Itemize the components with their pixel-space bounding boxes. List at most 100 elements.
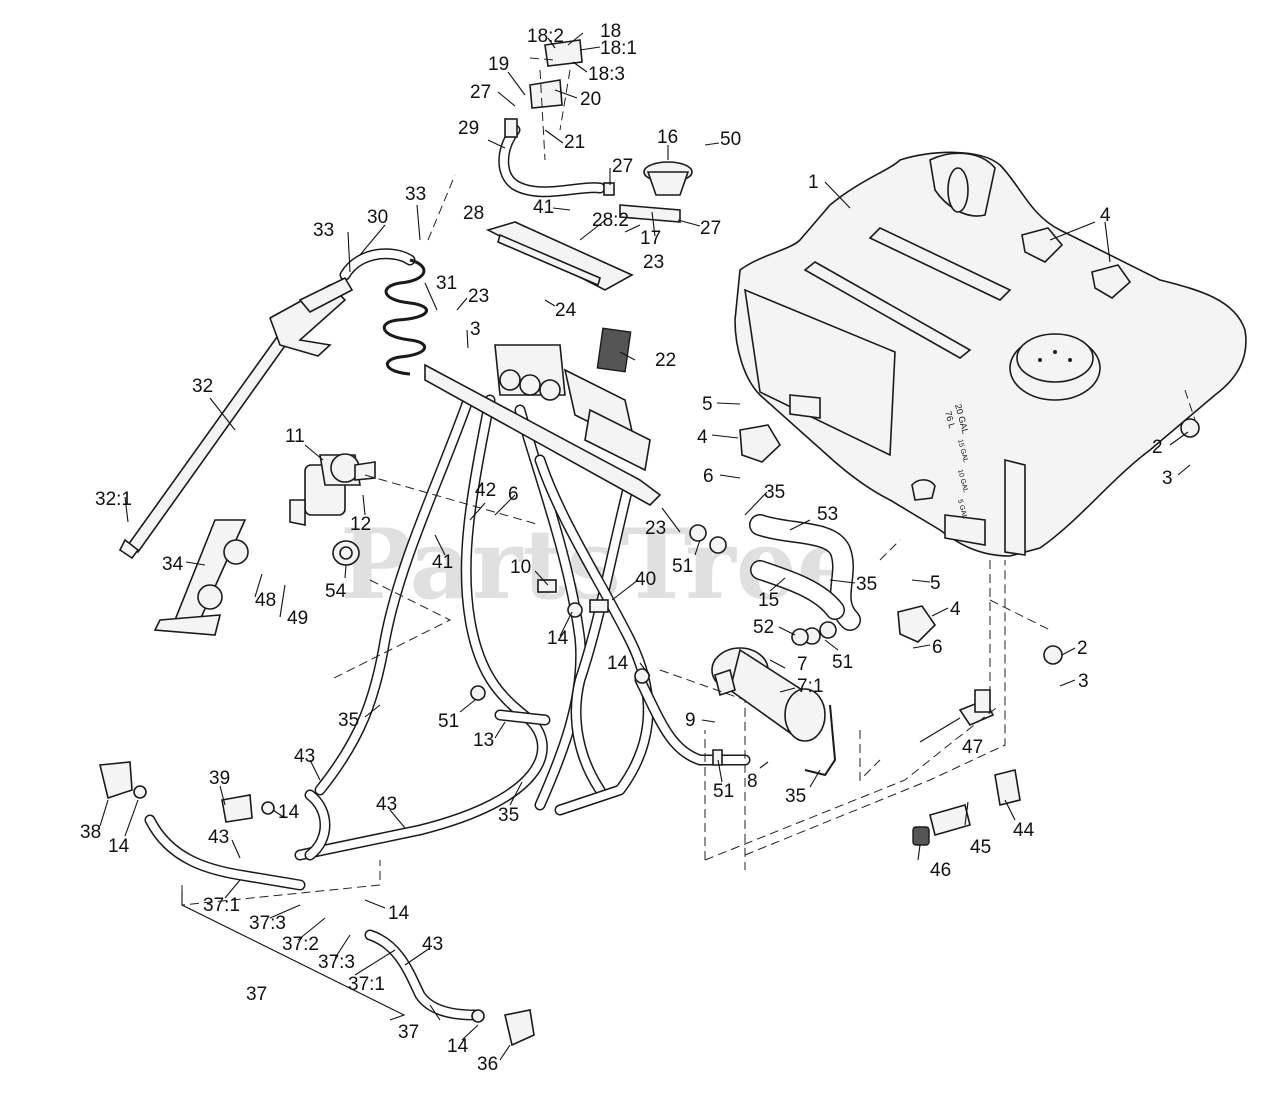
- callout-51: 51: [438, 711, 459, 732]
- callout-37: 37: [398, 1022, 419, 1043]
- callout-7: 7: [797, 654, 808, 675]
- callout-14: 14: [278, 802, 300, 823]
- callout-3: 3: [1162, 468, 1173, 489]
- callout-39: 39: [209, 768, 230, 789]
- callout-23: 23: [645, 518, 666, 539]
- callout-35: 35: [856, 574, 877, 595]
- callout-14: 14: [108, 836, 130, 857]
- callout-14: 14: [607, 653, 629, 674]
- callout-12: 12: [350, 514, 371, 535]
- callout-35: 35: [338, 710, 359, 731]
- callout-42: 42: [475, 480, 496, 501]
- callout-35: 35: [785, 786, 806, 807]
- callout-43: 43: [422, 934, 443, 955]
- callout-9: 9: [685, 710, 696, 731]
- pump-7: [711, 647, 837, 777]
- callout-38: 38: [80, 822, 101, 843]
- callout-34: 34: [162, 554, 184, 575]
- callout-37-3: 37:3: [249, 913, 286, 934]
- bracket-34: [153, 519, 249, 636]
- callout-7-1: 7:1: [797, 676, 823, 697]
- callout-37-2: 37:2: [282, 934, 319, 955]
- fittings-17-27: [504, 118, 681, 223]
- callout-6: 6: [932, 637, 943, 658]
- callout-46: 46: [930, 860, 951, 881]
- callout-51: 51: [713, 781, 734, 802]
- callout-30: 30: [367, 207, 388, 228]
- callout-18-2: 18:2: [527, 26, 564, 47]
- callout-18: 18: [600, 21, 621, 42]
- callout-27: 27: [700, 218, 721, 239]
- mount-block-1: [1021, 227, 1064, 263]
- spray-tank: 20 GAL 76 L 15 GAL 10 GAL 5 GAL: [734, 151, 1247, 557]
- callout-17: 17: [640, 228, 661, 249]
- callout-43: 43: [208, 827, 229, 848]
- callout-18-3: 18:3: [588, 64, 625, 85]
- callout-35: 35: [498, 805, 519, 826]
- callout-36: 36: [477, 1054, 498, 1075]
- callout-24: 24: [555, 300, 577, 321]
- assembly-lines: [181, 57, 1196, 906]
- callout-23: 23: [468, 286, 489, 307]
- callouts: 1 2 2 3 3 3 4 4 4 4 5 5 6 6 6 7 7:1 8 9 …: [80, 21, 1173, 1075]
- callout-6: 6: [703, 466, 714, 487]
- callout-13: 13: [473, 730, 494, 751]
- spray-wand: [118, 276, 354, 560]
- callout-14: 14: [388, 903, 410, 924]
- strainer-54: [332, 540, 360, 566]
- callout-5: 5: [702, 394, 713, 415]
- callout-27: 27: [470, 82, 491, 103]
- callout-50: 50: [720, 129, 741, 150]
- callout-41: 41: [432, 552, 453, 573]
- callout-48: 48: [255, 590, 276, 611]
- nozzle-38: [99, 761, 147, 800]
- callout-28: 28: [463, 203, 484, 224]
- callout-43: 43: [376, 794, 397, 815]
- callout-2: 2: [1152, 437, 1163, 458]
- callout-10: 10: [510, 557, 531, 578]
- callout-16: 16: [657, 127, 678, 148]
- callout-49: 49: [287, 608, 308, 629]
- callout-52: 52: [753, 617, 774, 638]
- callout-33: 33: [405, 184, 426, 205]
- tank-level-5: 5 GAL: [956, 499, 968, 520]
- control-panel-28: [485, 221, 634, 291]
- callout-47: 47: [962, 737, 983, 758]
- mount-block-4: [897, 605, 937, 643]
- gauge-16: [643, 161, 693, 196]
- callout-44: 44: [1013, 820, 1035, 841]
- nozzle-39: [221, 794, 275, 823]
- callout-1: 1: [808, 172, 819, 193]
- callout-32: 32: [192, 376, 213, 397]
- callout-15: 15: [758, 590, 779, 611]
- callout-51: 51: [832, 652, 853, 673]
- callout-41: 41: [533, 197, 554, 218]
- fittings-44-47: [912, 689, 1021, 846]
- callout-27: 27: [612, 156, 633, 177]
- callout-4: 4: [1100, 205, 1111, 226]
- callout-37-1: 37:1: [348, 974, 385, 995]
- callout-3: 3: [1078, 671, 1089, 692]
- callout-22: 22: [655, 350, 676, 371]
- tank-capacity-l: 76 L: [943, 410, 957, 430]
- callout-4: 4: [950, 599, 961, 620]
- callout-53: 53: [817, 504, 838, 525]
- callout-18-1: 18:1: [600, 38, 637, 59]
- callout-11: 11: [285, 426, 305, 447]
- callout-21: 21: [564, 132, 585, 153]
- callout-3: 3: [470, 319, 481, 340]
- callout-5: 5: [930, 573, 941, 594]
- callout-35: 35: [764, 482, 785, 503]
- callout-28-2: 28:2: [592, 210, 629, 231]
- callout-51: 51: [672, 556, 693, 577]
- electric-valve: [289, 453, 376, 526]
- callout-37-1: 37:1: [203, 895, 240, 916]
- valve-18: [529, 39, 583, 109]
- small-fittings: [470, 418, 1200, 766]
- callout-37-3: 37:3: [318, 952, 355, 973]
- nozzle-36: [471, 1009, 535, 1047]
- callout-43: 43: [294, 746, 315, 767]
- callout-37: 37: [246, 984, 267, 1005]
- callout-19: 19: [488, 54, 509, 75]
